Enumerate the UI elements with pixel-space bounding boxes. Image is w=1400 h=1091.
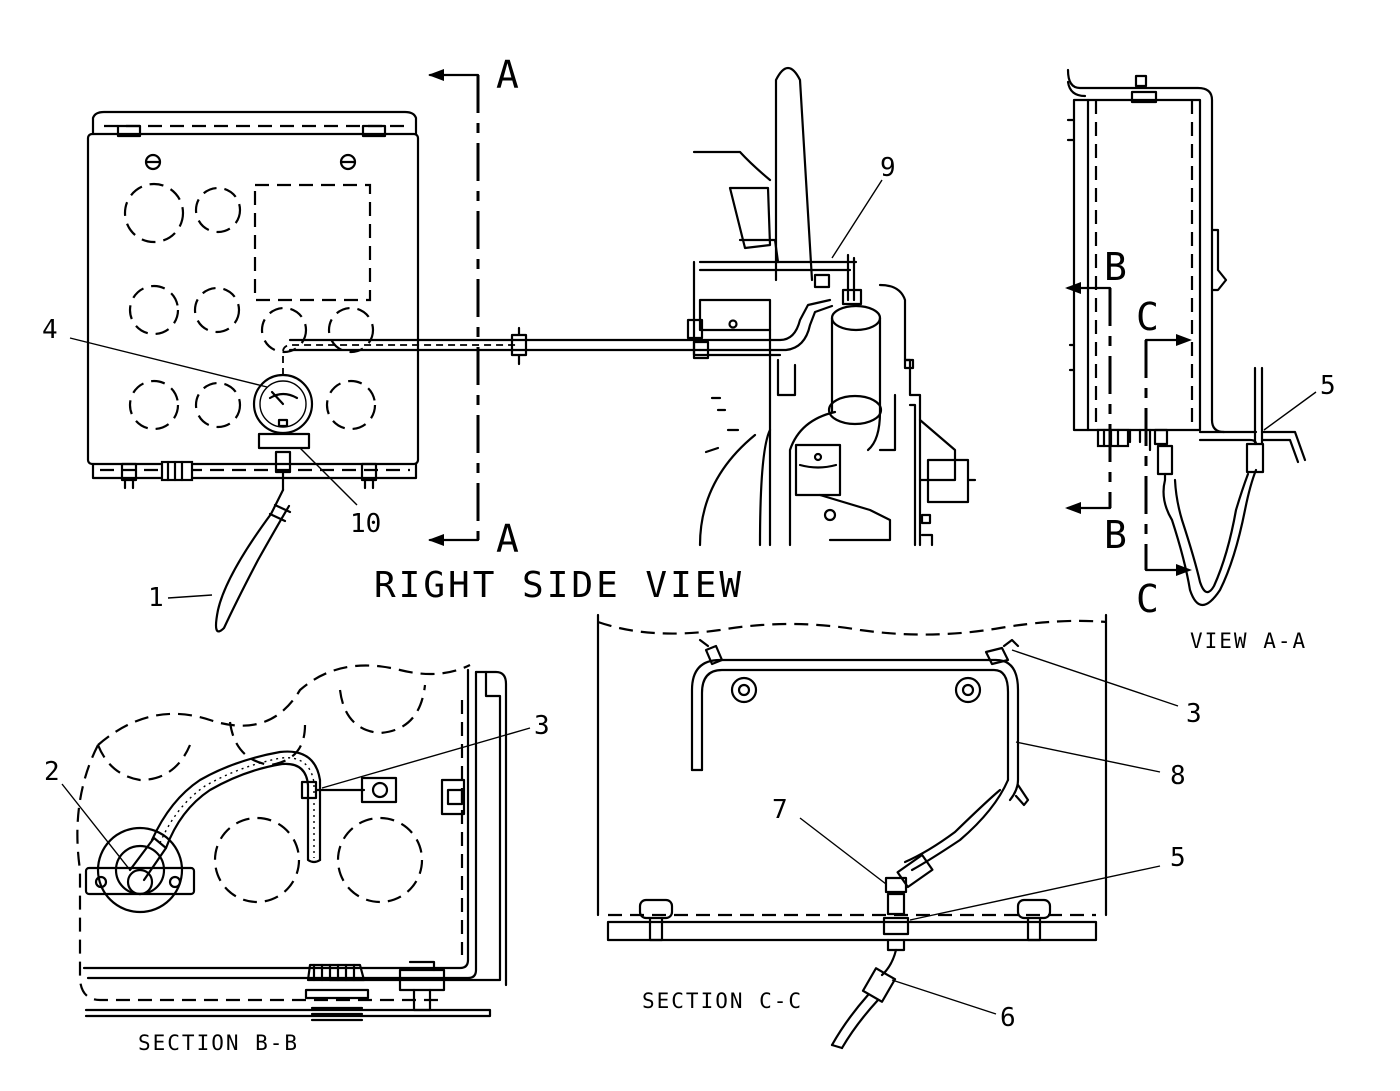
callout-5-section-cc: 5	[1170, 843, 1186, 873]
section-line-b-b: B B	[1065, 245, 1127, 557]
callout-3-section-bb: 3	[534, 711, 550, 741]
right-side-view-callouts: 4 10 1 9	[42, 153, 896, 613]
engine-assembly	[686, 66, 977, 547]
callout-5-view-aa: 5	[1320, 371, 1336, 401]
section-marker-a-bottom: A	[496, 517, 519, 561]
right-side-view-title: RIGHT SIDE VIEW	[374, 565, 744, 606]
view-a-a	[1066, 68, 1307, 607]
section-b-b-title: SECTION B-B	[138, 1031, 299, 1055]
callout-10: 10	[350, 509, 381, 539]
section-c-c-callouts: 3 8 7 5 6	[772, 649, 1202, 1033]
section-marker-b-top: B	[1104, 245, 1127, 289]
callout-4: 4	[42, 315, 58, 345]
section-marker-b-bottom: B	[1104, 513, 1127, 557]
callout-2: 2	[44, 757, 60, 787]
callout-7: 7	[772, 795, 788, 825]
section-b-b-callouts: 2 3	[44, 711, 550, 871]
section-line-c-c: C C	[1136, 295, 1192, 621]
section-marker-c-bottom: C	[1136, 577, 1159, 621]
section-c-c-title: SECTION C-C	[642, 989, 803, 1013]
section-line-a-a: A A	[428, 53, 519, 561]
callout-1: 1	[148, 583, 164, 613]
right-side-view-panel	[86, 110, 702, 633]
section-marker-a-top: A	[496, 53, 519, 97]
callout-6: 6	[1000, 1003, 1016, 1033]
callout-9: 9	[880, 153, 896, 183]
view-a-a-title: VIEW A-A	[1190, 629, 1307, 653]
section-b-b	[76, 664, 508, 1022]
callout-3-section-cc: 3	[1186, 699, 1202, 729]
section-marker-c-top: C	[1136, 295, 1159, 339]
section-c-c	[596, 613, 1108, 1050]
callout-8: 8	[1170, 761, 1186, 791]
